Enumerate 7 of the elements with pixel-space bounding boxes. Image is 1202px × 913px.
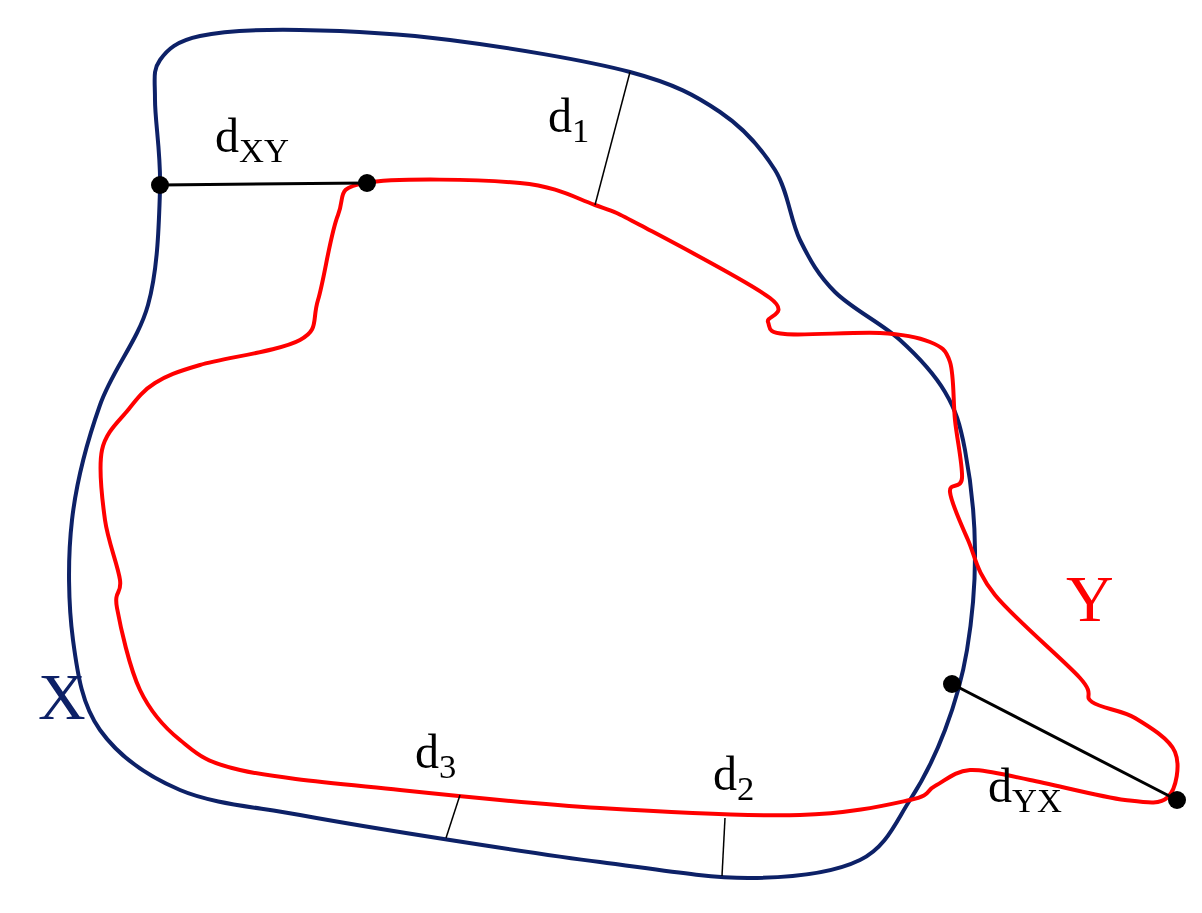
distance-label: d$_{2}$ (713, 750, 755, 798)
distance-label: d$_{XY}$ (215, 112, 289, 160)
curve-label: X (38, 664, 86, 730)
distance-label: d$_{YX}$ (988, 762, 1062, 810)
curve-label: Y (1066, 566, 1114, 632)
distance-label: d$_{3}$ (415, 728, 457, 776)
distance-label: d$_{1}$ (548, 92, 590, 140)
